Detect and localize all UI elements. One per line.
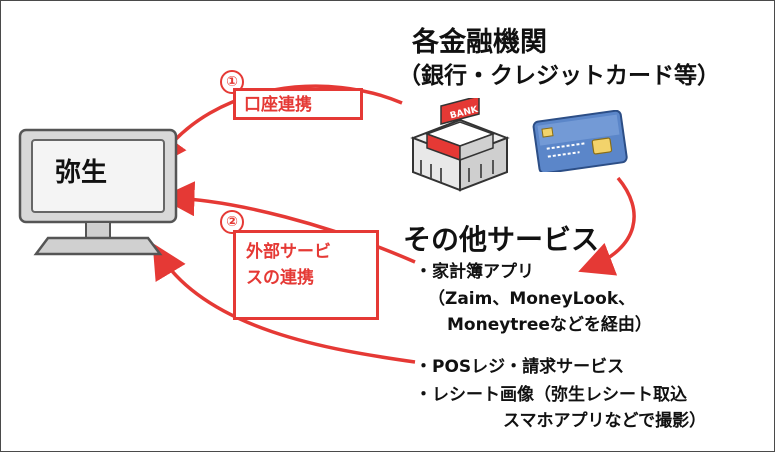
receipt-image-item: ・レシート画像（弥生レシート取込 — [415, 385, 687, 405]
arrow-card-to-household-app — [578, 176, 636, 276]
credit-card-icon — [532, 110, 628, 172]
arrow-external-service-link — [159, 181, 416, 264]
external-service-link-line1: 外部サービ — [246, 242, 331, 262]
other-services-title: その他サービス — [403, 223, 600, 256]
account-link-label: 口座連携 — [233, 88, 363, 120]
financial-subtitle: （銀行・クレジットカード等） — [398, 63, 720, 89]
monitor-label: 弥生 — [55, 158, 108, 188]
account-link-text: 口座連携 — [244, 95, 312, 115]
arrow-pos-receipt-link — [152, 243, 416, 364]
household-app-item: ・家計簿アプリ — [415, 262, 534, 282]
external-service-link-line2: スの連携 — [246, 268, 314, 288]
financial-title: 各金融機関 — [412, 27, 547, 58]
household-app-examples-2: Moneytreeなどを経由） — [447, 315, 652, 335]
badge-one: ① — [220, 70, 244, 94]
monitor-icon — [18, 128, 178, 256]
household-app-examples-1: （Zaim、MoneyLook、 — [428, 289, 636, 309]
pos-billing-item: ・POSレジ・請求サービス — [415, 357, 625, 377]
bank-building-icon: BANK — [410, 98, 510, 192]
receipt-image-item-2: スマホアプリなどで撮影） — [503, 411, 707, 431]
external-service-link-label: 外部サービ スの連携 — [233, 230, 379, 320]
